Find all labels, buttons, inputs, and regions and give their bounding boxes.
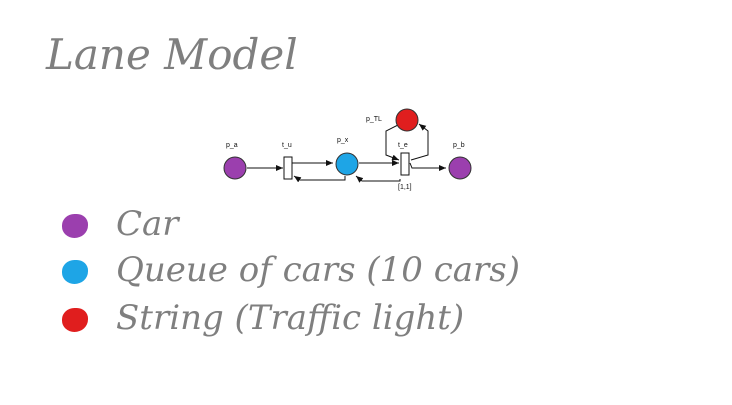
label-p-b: p_b (453, 142, 465, 149)
blue-dot-icon (62, 260, 88, 284)
label-p-a: p_a (226, 142, 238, 149)
label-p-tl: p_TL (366, 116, 382, 123)
place-p-a (223, 156, 247, 180)
transition-t-e (400, 152, 410, 176)
label-p-x: p_x (337, 137, 349, 144)
arc-px-tu (293, 175, 346, 183)
place-p-b (448, 156, 472, 180)
arcs (247, 123, 446, 183)
red-dot-icon (62, 308, 88, 332)
arc-ptl-te (385, 124, 400, 161)
label-t-u: t_u (282, 142, 292, 149)
transition-t-u (283, 156, 293, 180)
legend-label: String (Traffic light) (116, 298, 465, 338)
arc-te-ptl (410, 123, 429, 161)
arc-te-px (355, 175, 401, 183)
page-title: Lane Model (46, 30, 298, 79)
place-p-tl (395, 108, 419, 132)
legend-label: Car (116, 204, 179, 244)
arc-te-pb (409, 162, 446, 171)
purple-dot-icon (62, 214, 88, 238)
place-p-x (335, 152, 359, 176)
guard-t-e: [1,1] (398, 184, 412, 191)
legend-label: Queue of cars (10 cars) (116, 250, 521, 290)
label-t-e: t_e (398, 142, 408, 149)
